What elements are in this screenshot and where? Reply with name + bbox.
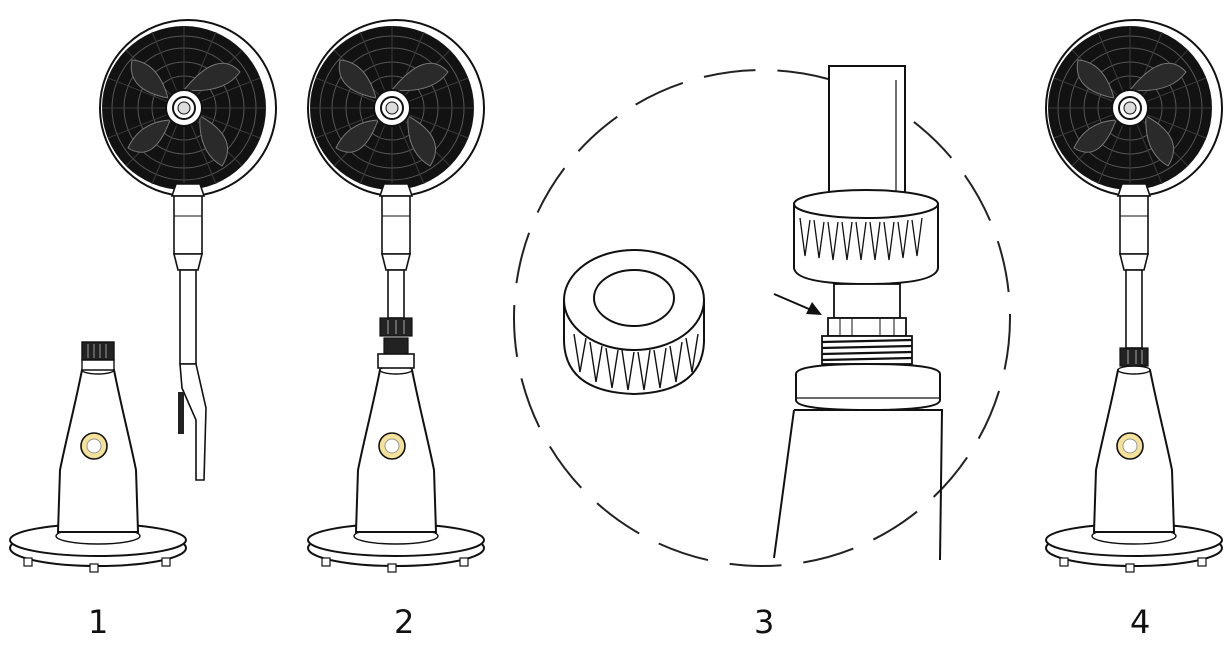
base-icon [9,341,187,573]
arrow-icon [773,293,822,315]
step-4-figure [1045,20,1223,573]
step-1-figure [9,20,276,573]
step-number-3: 3 [754,603,775,641]
step-number-1: 1 [88,603,109,641]
step-number-2: 2 [394,603,415,641]
coupling-nut-icon [563,249,705,396]
step-3-detail [513,65,1011,567]
tube-detail [773,65,944,561]
step-2-figure [307,20,485,573]
step-number-4: 4 [1130,603,1151,641]
fan-head-icon [100,20,276,481]
